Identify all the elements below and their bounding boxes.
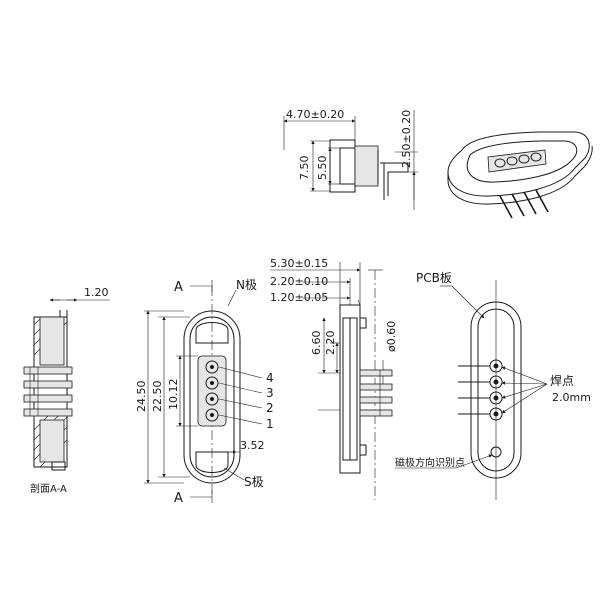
polarity-marker-label: 磁极方向识别点 — [395, 456, 465, 469]
dim-front-pin-span: 10.12 — [167, 379, 180, 411]
side-pins — [359, 369, 393, 417]
pcb-board-label: PCB板 — [416, 271, 452, 285]
section-mark-bottom: A — [174, 491, 183, 506]
n-pole-label: N极 — [236, 278, 257, 292]
pin-label-1: 1 — [266, 417, 274, 431]
solder-size-label: 2.0mm — [552, 391, 591, 404]
isometric-view — [447, 131, 593, 219]
dim-side-width-flange: 1.20±0.05 — [270, 291, 328, 304]
solder-points-label: 焊点 — [550, 373, 574, 388]
front-pins — [205, 360, 219, 422]
front-view — [144, 280, 263, 503]
section-a-a-view — [23, 298, 110, 471]
dim-side-width-mid: 2.20±0.10 — [270, 275, 328, 288]
pin-label-2: 2 — [266, 401, 274, 415]
dim-top-width: 4.70±0.20 — [286, 108, 344, 121]
dim-side-height-a: 6.60 — [310, 331, 323, 356]
section-mark-top: A — [174, 280, 183, 295]
dim-top-height-inner: 5.50 — [316, 156, 329, 181]
dim-front-body-length: 22.50 — [151, 381, 164, 413]
dim-side-width-total: 5.30±0.15 — [270, 257, 328, 270]
dim-top-height-outer: 7.50 — [298, 156, 311, 181]
pin-label-4: 4 — [266, 371, 274, 385]
side-view — [270, 262, 393, 500]
s-pole-label: S极 — [244, 475, 264, 489]
dim-section-wall: 1.20 — [84, 286, 109, 299]
top-side-profile-view — [283, 110, 418, 210]
section-pins — [23, 366, 73, 417]
dim-front-total-length: 24.50 — [135, 381, 148, 413]
dim-top-pin-offset: 2.50±0.20 — [400, 110, 413, 168]
dim-side-height-b: 2.20 — [324, 331, 337, 356]
section-title: 剖面A-A — [30, 482, 67, 495]
pcb-bottom-view — [395, 280, 548, 500]
pin-label-3: 3 — [266, 386, 274, 400]
dim-side-pin-diameter: ø0.60 — [385, 321, 398, 352]
annotations: 4.70±0.20 7.50 5.50 2.50±0.20 1.20 剖面A-A… — [30, 108, 591, 506]
dim-front-pin-pitch: 3.52 — [240, 439, 265, 452]
